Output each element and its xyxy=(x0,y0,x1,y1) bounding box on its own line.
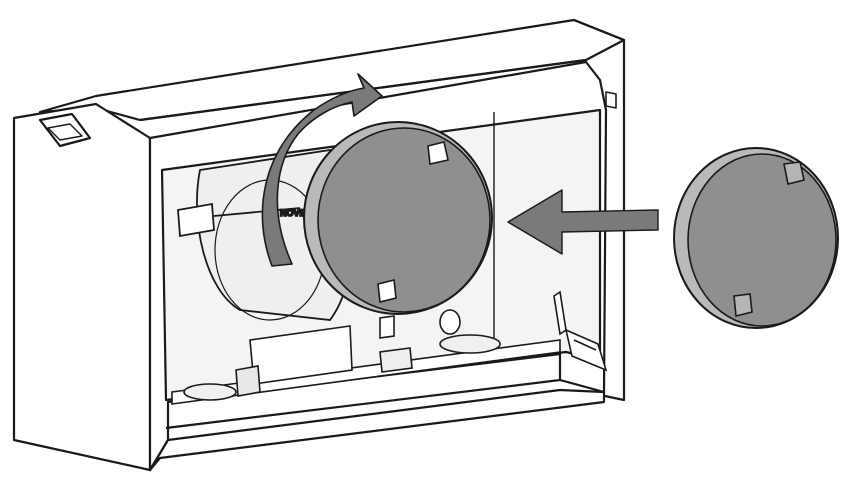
insert-arrow-icon xyxy=(507,189,659,255)
replacement-filter xyxy=(673,147,839,329)
installed-filter xyxy=(303,121,493,315)
filter-tab-bottom xyxy=(733,293,753,318)
filter-tab-top xyxy=(783,161,805,185)
internal-rail xyxy=(171,309,561,405)
housing-brand-label: NOVEPA xyxy=(280,208,318,218)
rotate-arrow-icon xyxy=(261,73,383,267)
filter-tab-bottom xyxy=(377,279,397,303)
side-latch xyxy=(553,290,608,372)
filter-tab-top xyxy=(427,141,449,165)
